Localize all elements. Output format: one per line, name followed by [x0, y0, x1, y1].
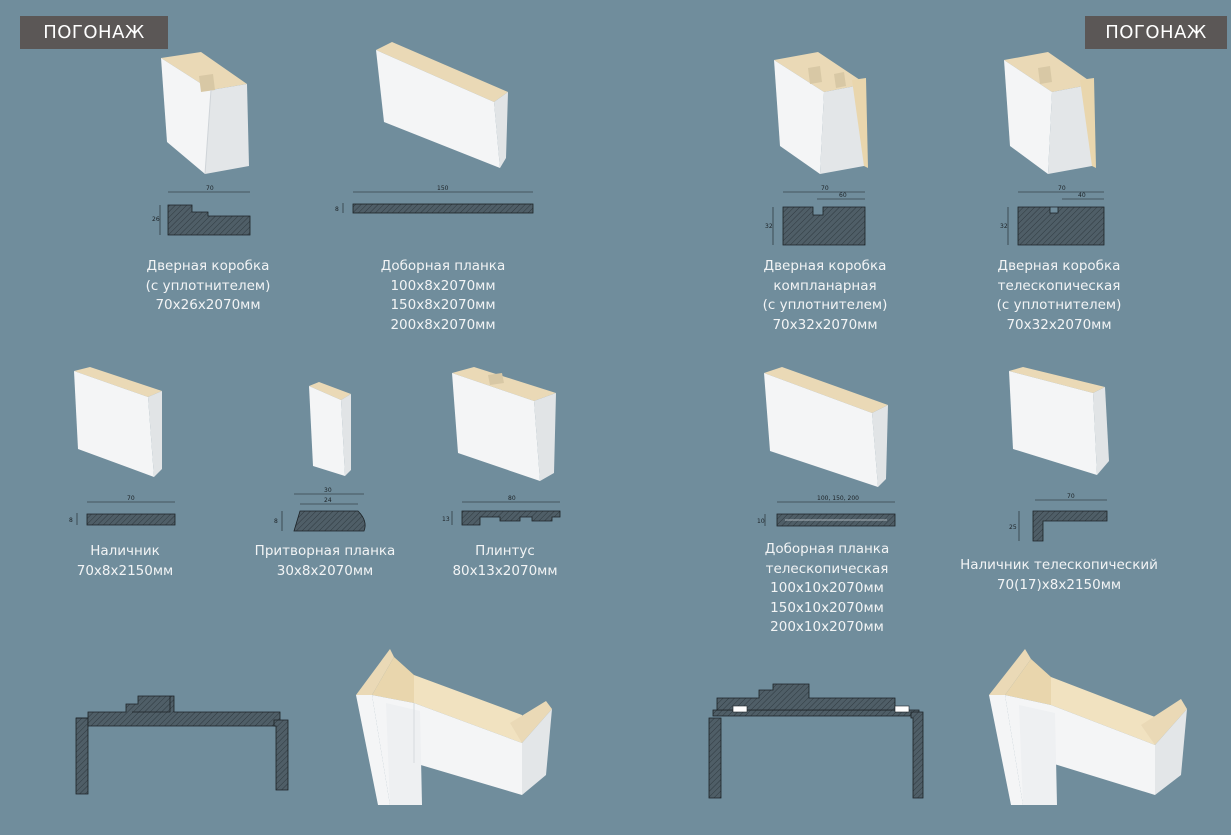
dimension-label: 25 [1009, 524, 1017, 531]
stop-strip-section-drawing: 30 24 8 [274, 487, 366, 532]
dimension-label: 70 [821, 185, 829, 192]
dimension-label: 8 [335, 206, 339, 213]
door-frame-section-drawing: 70 26 [152, 185, 251, 236]
telescopic-extension-3d-image [764, 367, 888, 487]
compact-frame-section-drawing: 70 60 32 [765, 185, 866, 246]
telescopic-extension-section-drawing: 100, 150, 200 10 [757, 495, 896, 527]
telescopic-frame-assembly-3d [989, 649, 1187, 805]
skirting-section-drawing: 80 13 [442, 495, 561, 526]
casing-3d-image [74, 367, 162, 477]
dimension-label: 100, 150, 200 [817, 495, 859, 502]
dimension-label: 70 [1058, 185, 1066, 192]
dimension-label: 70 [1067, 493, 1075, 500]
extension-board-section-drawing: 150 8 [335, 185, 534, 214]
dimension-label: 13 [442, 516, 450, 523]
dimension-label: 70 [206, 185, 214, 192]
telescopic-frame-assembly-section [708, 683, 924, 799]
dimension-label: 150 [437, 185, 449, 192]
dimension-label: 30 [324, 487, 332, 494]
telescopic-casing-3d-image [1009, 367, 1109, 475]
dimension-label: 8 [69, 517, 73, 524]
dimension-label: 32 [1000, 223, 1008, 230]
compact-frame-3d-image [774, 52, 868, 174]
skirting-3d-image [452, 367, 556, 481]
door-frame-3d-image [161, 52, 249, 175]
stop-strip-3d-image [309, 382, 351, 476]
section-badge-right: ПОГОНАЖ [1085, 16, 1227, 49]
section-badge-left: ПОГОНАЖ [20, 16, 168, 49]
dimension-label: 10 [757, 518, 765, 525]
dimension-label: 40 [1078, 192, 1086, 199]
telescopic-frame-section-drawing: 70 40 32 [1000, 185, 1105, 246]
standard-frame-assembly-section [75, 695, 289, 795]
dimension-label: 24 [324, 497, 332, 504]
dimension-label: 32 [765, 223, 773, 230]
door-frame-caption: Дверная коробка(с уплотнителем)70х26х207… [145, 258, 271, 313]
extension-board-3d-image [376, 42, 508, 168]
dimension-label: 8 [274, 518, 278, 525]
standard-frame-assembly-3d [356, 649, 552, 805]
dimension-label: 80 [508, 495, 516, 502]
dimension-label: 26 [152, 216, 160, 223]
dimension-label: 70 [127, 495, 135, 502]
dimension-label: 60 [839, 192, 847, 199]
telescopic-casing-section-drawing: 70 25 [1009, 493, 1108, 542]
casing-section-drawing: 70 8 [69, 495, 176, 526]
telescopic-frame-3d-image [1004, 52, 1096, 174]
